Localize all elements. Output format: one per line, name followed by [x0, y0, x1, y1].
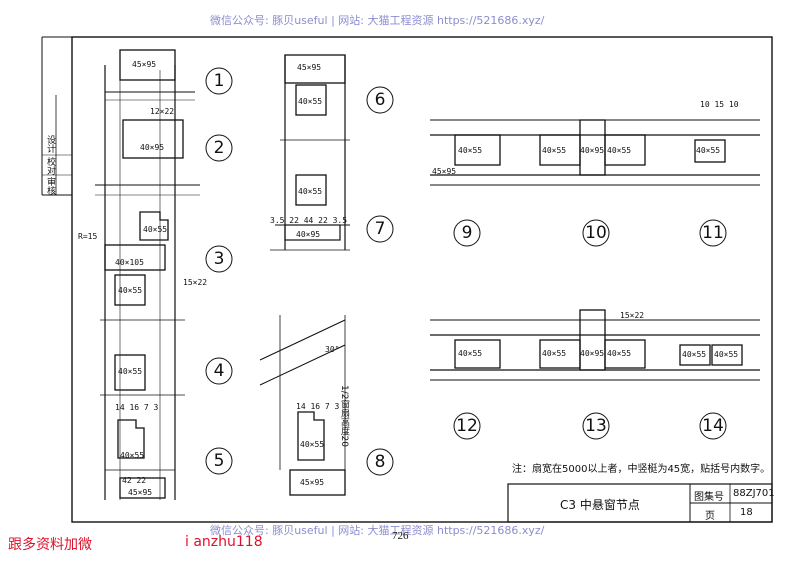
section-label: 12×22 [150, 107, 175, 116]
section-label: 40×55 [696, 146, 721, 155]
detail-4-label: 4 [213, 361, 225, 381]
section-label: 14 16 7 3 [115, 403, 159, 412]
detail-column-middle [259, 54, 350, 496]
section-label: 40×55 [607, 349, 632, 358]
promo-right: i anzhu118 [185, 534, 263, 550]
detail-10-label: 10 [585, 223, 607, 243]
detail-row-top [430, 119, 760, 186]
section-label: 14 16 7 3 [296, 402, 340, 411]
section-label: 40×55 [298, 97, 323, 106]
section-label: 40×55 [300, 440, 325, 449]
section-label: 40×55 [542, 349, 567, 358]
watermark-top: 微信公众号: 豚贝useful | 网站: 大猫工程资源 https://521… [210, 14, 545, 27]
title-block [507, 483, 773, 523]
section-label: 40×55 [118, 286, 143, 295]
side-label-design: 设计 [45, 135, 55, 153]
section-label: 30° [325, 345, 340, 354]
page-label: 页 [705, 511, 715, 522]
detail-14-label: 14 [702, 416, 724, 436]
section-label: 40×55 [118, 367, 143, 376]
section-label: 10 15 10 [700, 100, 739, 109]
detail-7-label: 7 [374, 219, 386, 239]
detail-5-label: 5 [213, 451, 225, 471]
section-label: 45×95 [297, 63, 322, 72]
section-label: 45×95 [432, 167, 457, 176]
detail-3-label: 3 [213, 249, 225, 269]
detail-8-label: 8 [374, 452, 386, 472]
detail-6-label: 6 [374, 90, 386, 110]
detail-13-label: 13 [585, 416, 607, 436]
page-number: 726 [392, 530, 409, 542]
section-label: 40×95 [580, 349, 605, 358]
section-label: 45×95 [128, 488, 153, 497]
promo-left: 跟多资料加微 [8, 537, 92, 553]
section-label: 40×95 [296, 230, 321, 239]
section-label: 45×95 [132, 60, 157, 69]
detail-2-label: 2 [213, 138, 225, 158]
section-label: 40×55 [298, 187, 323, 196]
watermark-bottom: 微信公众号: 豚贝useful | 网站: 大猫工程资源 https://521… [210, 524, 545, 537]
section-label: 40×55 [120, 451, 145, 460]
sheet-frame [71, 36, 773, 523]
section-label: 40×55 [458, 349, 483, 358]
side-label-check: 校对 [45, 157, 55, 175]
section-label: 40×55 [607, 146, 632, 155]
section-label: 40×95 [580, 146, 605, 155]
drawing-note: 注：扇宽在5000以上者，中竖梃为45宽，贴括号内数字。 [512, 464, 771, 475]
section-label: 15×22 [183, 278, 208, 287]
detail-1-label: 1 [213, 71, 225, 91]
detail-column-left [95, 49, 200, 500]
section-label: 40×55 [143, 225, 168, 234]
side-label-review: 审核 [45, 177, 55, 195]
section-label: 40×95 [140, 143, 165, 152]
section-label: 40×55 [542, 146, 567, 155]
page-value: 18 [740, 507, 753, 518]
section-label: 40×55 [458, 146, 483, 155]
section-label: 1/2窗扇高度20 [339, 385, 349, 447]
section-label: 45×95 [300, 478, 325, 487]
drawing-title: C3 中悬窗节点 [560, 498, 640, 512]
section-label: 42 22 [122, 476, 147, 485]
detail-row-bottom [430, 309, 760, 381]
section-label: 3.5 22 44 22 3.5 [270, 216, 348, 225]
section-label: 40×55 [682, 350, 707, 359]
section-label: 15×22 [620, 311, 645, 320]
detail-9-label: 9 [461, 223, 473, 243]
detail-12-label: 12 [456, 416, 478, 436]
section-label: 40×105 [115, 258, 144, 267]
section-label: 40×55 [714, 350, 739, 359]
section-label: R=15 [78, 232, 98, 241]
atlas-label: 图集号 [694, 492, 724, 503]
atlas-code: 88ZJ701 [733, 488, 775, 499]
detail-11-label: 11 [702, 223, 724, 243]
